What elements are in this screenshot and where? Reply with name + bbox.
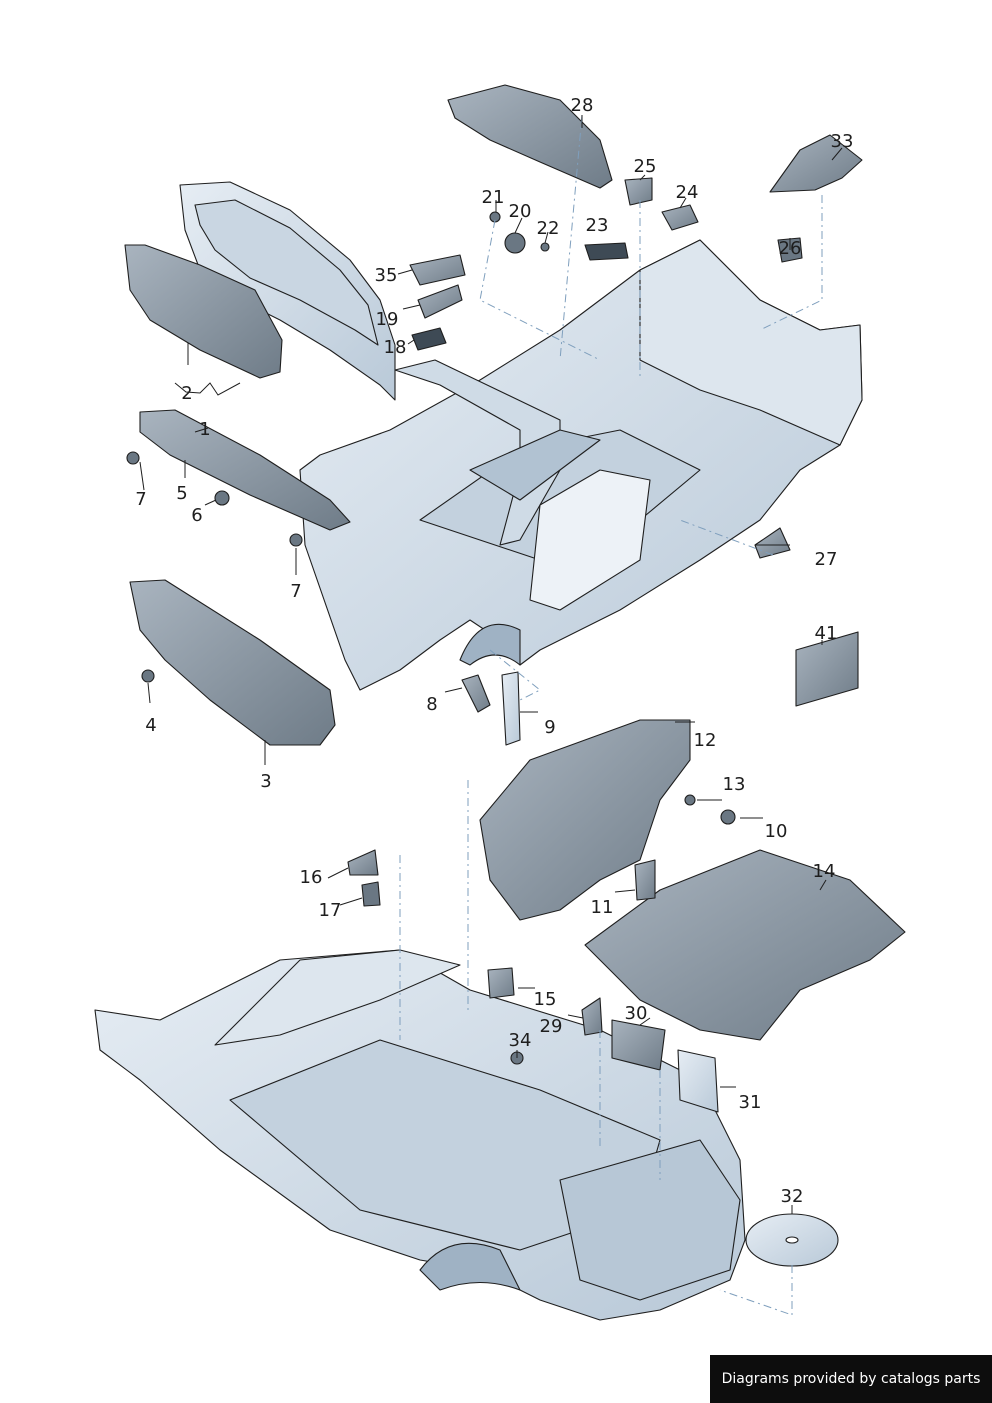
callout-25: 25 [633, 156, 657, 177]
hood-inner [194, 199, 379, 346]
callout-9: 9 [544, 717, 556, 738]
callout-6: 6 [191, 505, 203, 526]
callout-32: 32 [780, 1186, 804, 1207]
part-5-cowl-panel [139, 409, 351, 531]
upper-body-door-opening [529, 469, 651, 611]
callout-26: 26 [778, 238, 802, 259]
callout-30: 30 [624, 1003, 648, 1024]
part-23-pad [584, 242, 629, 261]
callout-20: 20 [508, 201, 532, 222]
callout-5: 5 [176, 483, 188, 504]
callout-18: 18 [383, 337, 407, 358]
part-24-pad [661, 204, 699, 231]
part-35-block [409, 254, 466, 286]
upper-body-front-wheelarch [459, 623, 521, 666]
part-18-block [411, 327, 447, 351]
part-20-grommet [504, 232, 526, 254]
callout-41: 41 [814, 623, 838, 644]
callout-1: 1 [199, 419, 211, 440]
part-9-strip [501, 671, 521, 746]
credit-banner: Diagrams provided by catalogs parts [710, 1355, 992, 1403]
callout-28: 28 [570, 95, 594, 116]
part-33-bracket [769, 134, 863, 193]
part-32-disc-hole [785, 1236, 799, 1244]
callout-21: 21 [481, 187, 505, 208]
credit-text: Diagrams provided by catalogs parts [721, 1371, 981, 1387]
callout-10: 10 [764, 821, 788, 842]
callout-34: 34 [508, 1030, 532, 1051]
part-25-block [624, 177, 653, 206]
part-31-bracket [677, 1049, 719, 1113]
callout-2: 2 [181, 383, 193, 404]
part-2-hood-insulation [124, 244, 283, 379]
callout-24: 24 [675, 182, 699, 203]
callout-ticks [139, 115, 843, 1214]
callout-11: 11 [590, 897, 614, 918]
part-13-clip [684, 794, 696, 806]
callout-13: 13 [722, 774, 746, 795]
callout-22: 22 [536, 218, 560, 239]
callout-33: 33 [830, 131, 854, 152]
callout-14: 14 [812, 861, 836, 882]
part-8-bracket [461, 674, 491, 713]
part-4-grommet [141, 669, 155, 683]
part-7-screw-b [289, 533, 303, 547]
callout-7a: 7 [135, 489, 147, 510]
part-14-floor-carpet [584, 849, 906, 1041]
callout-31: 31 [738, 1092, 762, 1113]
part-6-clip [214, 490, 230, 506]
callout-8: 8 [426, 694, 438, 715]
part-22-screw [540, 242, 550, 252]
callout-23: 23 [585, 215, 609, 236]
upper-body-rear-panel [639, 239, 863, 446]
part-15-block [487, 967, 515, 999]
upper-body-tunnel [469, 429, 601, 501]
part-3-bulkhead-insulation [129, 579, 336, 746]
callout-15: 15 [533, 989, 557, 1010]
callout-19: 19 [375, 309, 399, 330]
part-17-block [361, 881, 381, 907]
callout-12: 12 [693, 730, 717, 751]
part-11-bracket [634, 859, 656, 901]
lower-body-trunk [559, 1139, 741, 1301]
callout-16: 16 [299, 867, 323, 888]
callout-7b: 7 [290, 581, 302, 602]
callout-17: 17 [318, 900, 342, 921]
part-29-bracket [581, 997, 603, 1036]
part-10-plug [720, 809, 736, 825]
callout-27: 27 [814, 549, 838, 570]
callout-4: 4 [145, 715, 157, 736]
part-16-block [347, 849, 379, 876]
lower-body-rear-wheelarch [419, 1242, 521, 1291]
callout-3: 3 [260, 771, 272, 792]
part-19-block [417, 284, 463, 319]
part-12-rear-bulkhead [479, 719, 691, 921]
part-28-roof-liner [447, 84, 613, 189]
callout-35: 35 [374, 265, 398, 286]
part-27-wedge [754, 527, 791, 559]
leader-lines [399, 114, 823, 1316]
lower-body-windshield [214, 949, 461, 1046]
callout-29: 29 [539, 1016, 563, 1037]
part-41-sheet [795, 631, 859, 707]
part-7-screw-a [126, 451, 140, 465]
